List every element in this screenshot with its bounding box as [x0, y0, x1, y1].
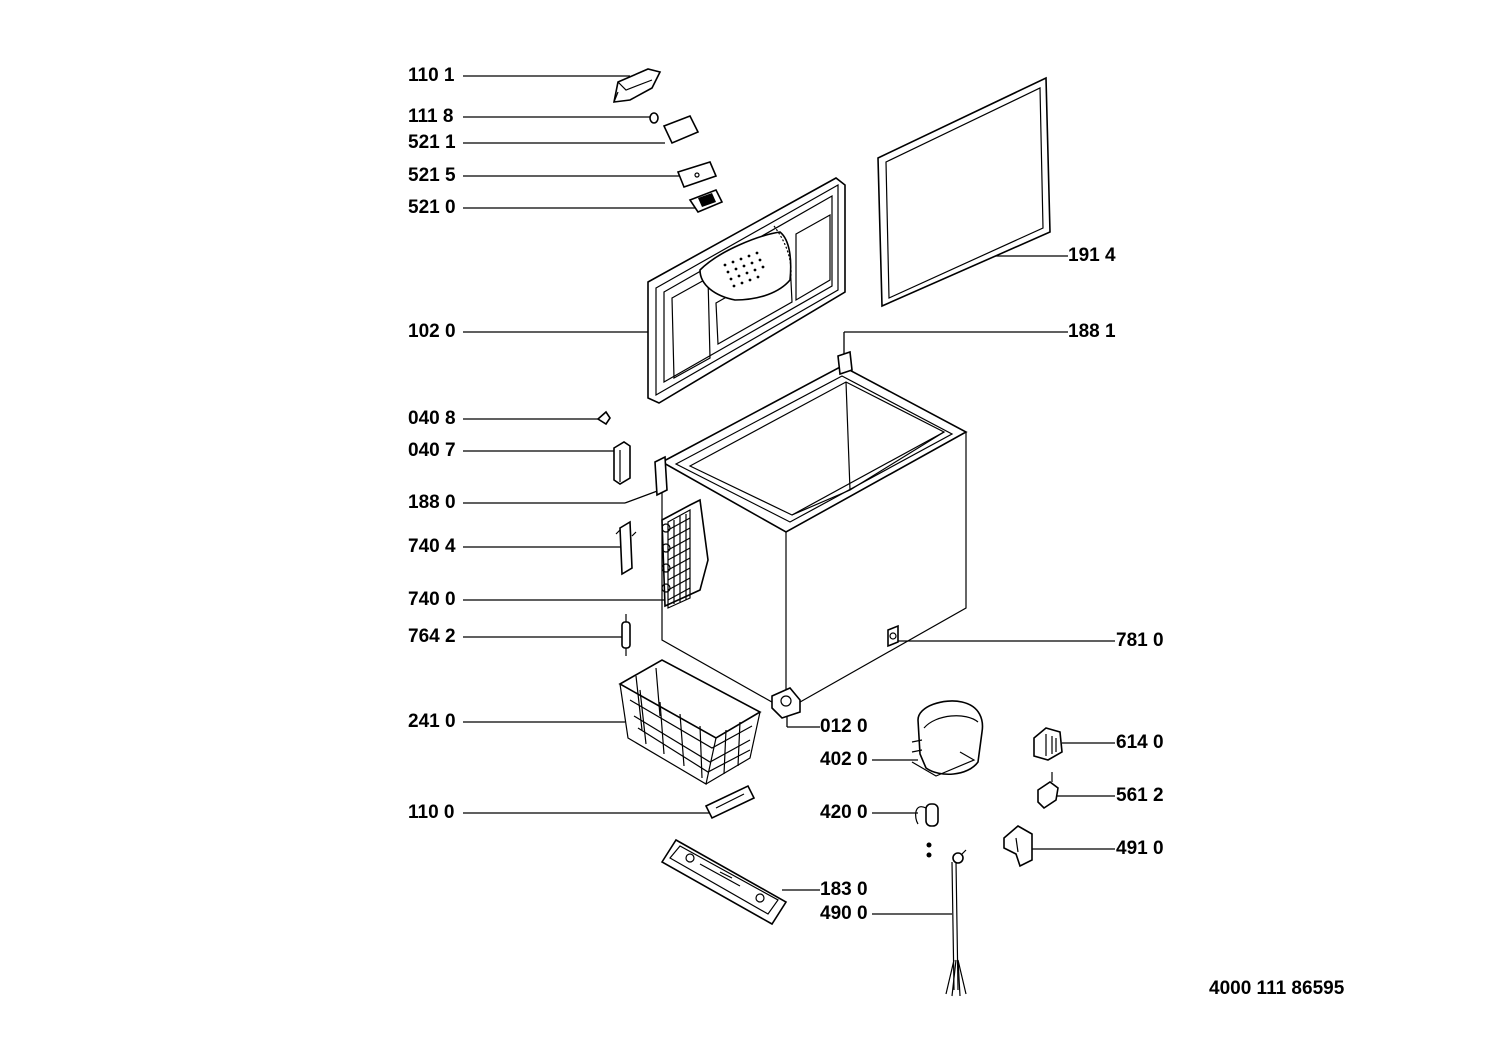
part-label-relay: 614 0: [1116, 732, 1164, 753]
part-label-door-gasket: 191 4: [1068, 245, 1116, 266]
leader-lines: [463, 75, 1115, 915]
hinge-cover-part: [613, 441, 631, 485]
part-label-hinge-cover: 040 7: [408, 440, 456, 461]
handle-cover-part: [612, 68, 662, 103]
filter-drier-part: [621, 614, 631, 656]
basket-part: [618, 659, 762, 785]
part-label-drain-plug: 781 0: [1116, 630, 1164, 651]
part-label-basket: 241 0: [408, 711, 456, 732]
part-label-handle: 110 0: [408, 802, 455, 823]
part-label-hinge-left: 188 0: [408, 492, 456, 513]
door-gasket-part: [877, 76, 1051, 308]
part-label-thermostat: 521 0: [408, 197, 456, 218]
part-label-capacitor: 420 0: [820, 802, 868, 823]
power-cord-part: [945, 849, 967, 997]
part-label-lamp: 111 8: [408, 106, 454, 127]
part-label-handle-cover: 110 1: [408, 65, 455, 86]
bracket-part: [615, 520, 637, 576]
part-label-overload-protector: 561 2: [1116, 785, 1164, 806]
part-label-base-plate: 183 0: [820, 879, 868, 900]
overload-protector-part: [1037, 772, 1059, 810]
screws-part: [926, 842, 932, 858]
part-label-lens: 521 1: [408, 132, 456, 153]
thermostat-part: [688, 188, 724, 213]
part-label-lid: 102 0: [408, 321, 456, 342]
part-label-filter-drier: 764 2: [408, 626, 456, 647]
part-label-condenser: 740 0: [408, 589, 456, 610]
thermostat-panel-part: [676, 161, 718, 189]
lid-part: [647, 177, 846, 404]
base-plate-part: [660, 838, 788, 926]
lamp-part: [649, 112, 659, 124]
compressor-part: [911, 700, 984, 777]
lens-part: [662, 114, 700, 145]
foot-part: [771, 687, 801, 719]
part-label-foot: 012 0: [820, 716, 868, 737]
condenser-part: [661, 498, 709, 609]
part-label-power-cord: 490 0: [820, 903, 868, 924]
part-label-bracket: 740 4: [408, 536, 456, 557]
relay-cover-part: [1003, 825, 1033, 868]
capacitor-part: [915, 803, 939, 827]
document-number: 4000 111 86595: [1209, 978, 1345, 999]
part-label-compressor: 402 0: [820, 749, 868, 770]
part-label-thermostat-panel: 521 5: [408, 165, 456, 186]
relay-part: [1033, 727, 1063, 761]
handle-part: [704, 784, 756, 820]
cabinet-part: [654, 350, 968, 712]
clip-part: [596, 410, 611, 426]
part-label-relay-cover: 491 0: [1116, 838, 1164, 859]
part-label-hinge-right: 188 1: [1068, 321, 1116, 342]
part-label-clip: 040 8: [408, 408, 456, 429]
